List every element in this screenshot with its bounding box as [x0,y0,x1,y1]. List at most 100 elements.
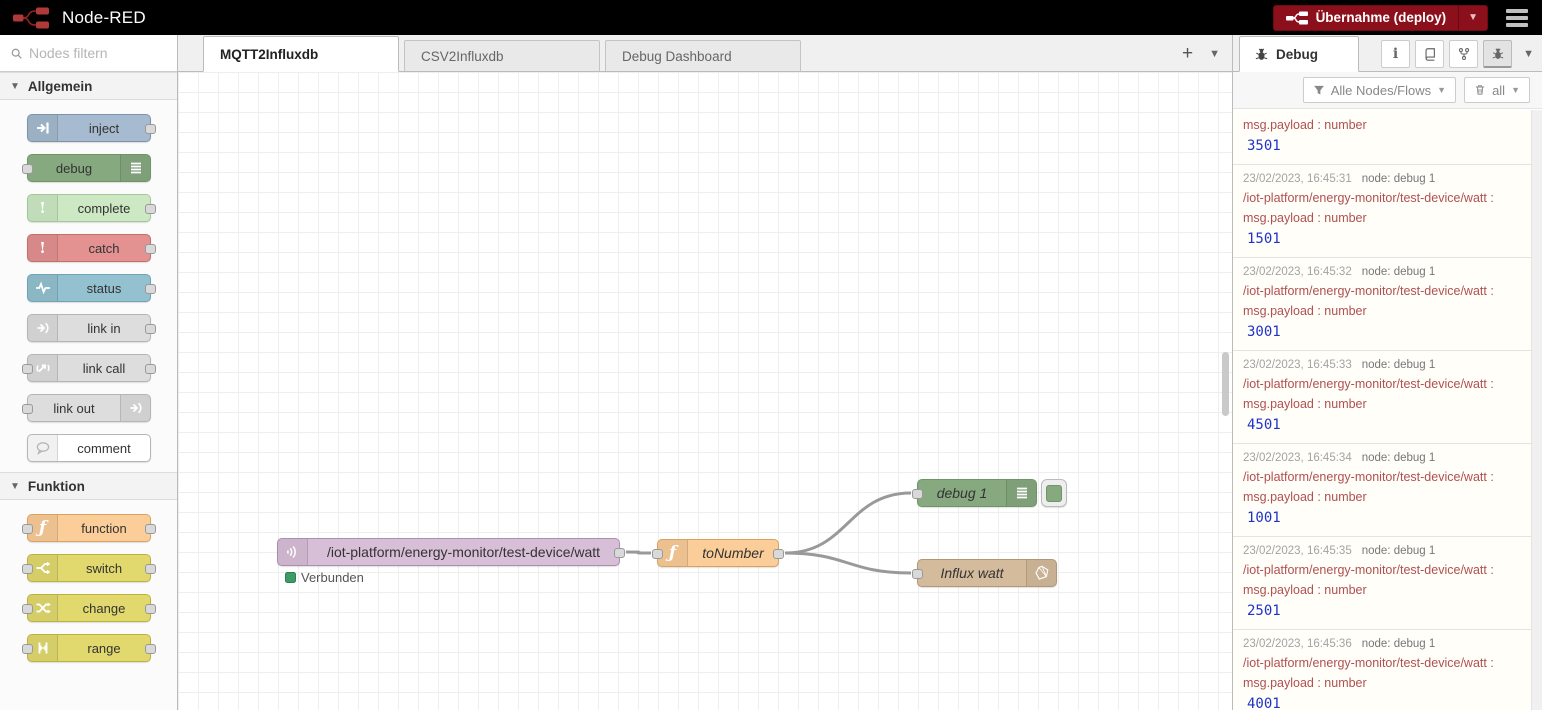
node-label: change [82,600,126,616]
output-port[interactable] [145,284,156,294]
inject-icon [28,115,58,141]
input-port[interactable] [22,564,33,574]
wire[interactable] [784,551,912,575]
input-port[interactable] [22,524,33,534]
debug-payload-value[interactable]: 4501 [1247,417,1281,433]
flow-canvas[interactable]: /iot-platform/energy-monitor/test-device… [178,72,1232,710]
bug-icon [1255,47,1268,60]
node-influx-watt[interactable]: Influx watt [912,559,1057,587]
input-port[interactable] [912,489,923,499]
tab-debug-label: Debug [1276,46,1318,62]
node-label: switch [85,560,123,576]
funnel-icon [1313,85,1324,95]
palette-search[interactable] [0,35,177,72]
debug-payload-value[interactable]: 4001 [1247,696,1281,710]
node-link-call[interactable]: link call [22,354,156,382]
node-switch[interactable]: switch [22,554,156,582]
palette-search-input[interactable] [29,45,159,61]
node-catch[interactable]: !catch [27,234,156,262]
debug-filter-button[interactable]: Alle Nodes/Flows ▼ [1302,77,1457,103]
flow-tab-mqtt2influxdb[interactable]: MQTT2Influxdb [203,36,399,72]
sidebar-help-button[interactable] [1415,40,1444,68]
node-change[interactable]: change [22,594,156,622]
output-port[interactable] [145,364,156,374]
node-status[interactable]: status [27,274,156,302]
flow-list-caret[interactable]: ▼ [1209,47,1220,60]
node-debug[interactable]: debug [22,154,151,182]
link-call-icon [28,355,58,381]
output-port[interactable] [145,244,156,254]
node-label: status [86,280,122,296]
sidebar-collapse-caret[interactable]: ▼ [1523,48,1534,60]
input-port[interactable] [912,569,923,579]
output-port[interactable] [614,548,625,558]
input-port[interactable] [22,644,33,654]
input-port[interactable] [22,364,33,374]
output-port[interactable] [145,124,156,134]
debug-enable-toggle[interactable] [1041,479,1067,507]
node-link-in[interactable]: link in [27,314,156,342]
node-status: Verbunden [285,570,364,585]
wire[interactable] [784,491,912,555]
output-port[interactable] [145,644,156,654]
debug-payload-value[interactable]: 2501 [1247,603,1281,619]
sidebar-debug-button[interactable] [1483,40,1512,68]
sidebar-git-button[interactable] [1449,40,1478,68]
debug-payload-value[interactable]: 3501 [1247,138,1281,154]
wire[interactable] [625,550,652,555]
tab-debug[interactable]: Debug [1239,36,1359,72]
flow-tab-csv2influxdb[interactable]: CSV2Influxdb [404,40,600,71]
deploy-button[interactable]: Übernahme (deploy) ▼ [1272,4,1488,31]
debug-scrollbar[interactable] [1531,110,1542,710]
node-debug-1[interactable]: debug 1 [912,479,1037,507]
node-label: /iot-platform/energy-monitor/test-device… [326,544,601,560]
node-inject[interactable]: inject [27,114,156,142]
palette-category-allgemein[interactable]: ▼Allgemein [0,72,177,100]
deploy-options-caret[interactable]: ▼ [1458,5,1487,30]
input-port[interactable] [652,549,663,559]
debug-payload-value[interactable]: 1001 [1247,510,1281,526]
debug-payload-type: msg.payload : number [1243,490,1367,504]
switch-icon [28,555,58,581]
node-complete[interactable]: !complete [27,194,156,222]
palette-category-funktion[interactable]: ▼Funktion [0,472,177,500]
output-port[interactable] [145,564,156,574]
debug-node-id: node: debug 1 [1361,452,1436,464]
output-port[interactable] [145,604,156,614]
input-port[interactable] [22,164,33,174]
input-port[interactable] [22,604,33,614]
node-range[interactable]: range [22,634,156,662]
output-port[interactable] [145,324,156,334]
debug-payload-value[interactable]: 1501 [1247,231,1281,247]
node-link-out[interactable]: link out [22,394,151,422]
add-flow-button[interactable]: + [1182,43,1194,64]
output-port[interactable] [145,204,156,214]
output-port[interactable] [145,524,156,534]
sidebar-tabbar: Debug i ▼ [1233,35,1542,72]
exclamation-icon: ! [28,235,58,261]
input-port[interactable] [22,404,33,414]
debug-payload-value[interactable]: 3001 [1247,324,1281,340]
debug-clear-button[interactable]: all ▼ [1464,77,1530,103]
sidebar-info-button[interactable]: i [1381,40,1410,68]
canvas-scrollbar[interactable] [1222,352,1229,416]
main-menu-button[interactable] [1506,8,1528,27]
node-comment[interactable]: comment [27,434,151,462]
node--iot-platform-energy-monitor-test-device-watt[interactable]: /iot-platform/energy-monitor/test-device… [277,538,625,566]
output-port[interactable] [773,549,784,559]
flow-tab-debug dashboard[interactable]: Debug Dashboard [605,40,801,71]
